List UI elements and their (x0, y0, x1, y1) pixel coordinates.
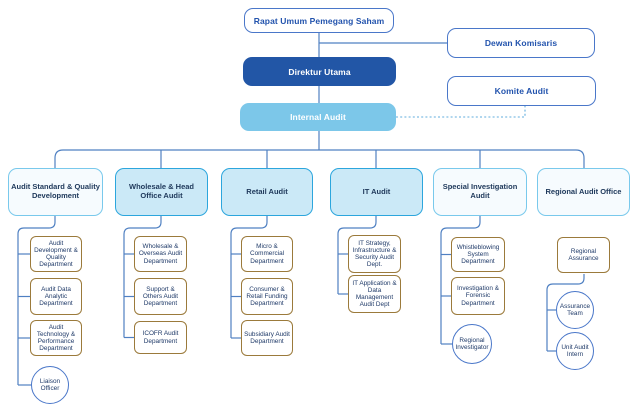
officer-liaison-officer: Liaison Officer (31, 366, 69, 404)
officer-unit-audit-intern: Unit Audit Intern (556, 332, 594, 370)
dept-it-strategy-infrastructure-security: IT Strategy, Infrastructure & Security A… (348, 235, 401, 273)
division-regional-audit-office: Regional Audit Office (537, 168, 630, 216)
node-shareholders-meeting: Rapat Umum Pemegang Saham (244, 8, 394, 33)
dept-audit-data-analytic: Audit Data Analytic Department (30, 278, 82, 315)
officer-assurance-team: Assurance Team (556, 291, 594, 329)
node-audit-committee: Komite Audit (447, 76, 596, 106)
division-audit-standard-quality-development: Audit Standard & Quality Development (8, 168, 103, 216)
division-it-audit: IT Audit (330, 168, 423, 216)
dept-whistleblowing-system: Whistleblowing System Department (451, 237, 505, 272)
dept-support-others-audit: Support & Others Audit Department (134, 278, 187, 315)
dept-icofr-audit: ICOFR Audit Department (134, 321, 187, 354)
officer-regional-investigator: Regional Investigator (452, 324, 492, 364)
dept-it-application-data-management: IT Application & Data Management Audit D… (348, 275, 401, 313)
division-wholesale-head-office-audit: Wholesale & Head Office Audit (115, 168, 208, 216)
dept-wholesale-overseas-audit: Wholesale & Overseas Audit Department (134, 236, 187, 272)
division-retail-audit: Retail Audit (221, 168, 313, 216)
dept-subsidiary-audit: Subsidiary Audit Department (241, 320, 293, 356)
dept-regional-assurance: Regional Assurance (557, 237, 610, 273)
dept-audit-technology-performance: Audit Technology & Performance Departmen… (30, 320, 82, 356)
node-board-of-commissioners: Dewan Komisaris (447, 28, 595, 58)
dept-investigation-forensic: Investigation & Forensic Department (451, 277, 505, 315)
node-president-director: Direktur Utama (243, 57, 396, 86)
node-internal-audit: Internal Audit (240, 103, 396, 131)
dept-consumer-retail-funding: Consumer & Retail Funding Department (241, 278, 293, 315)
dept-audit-development-quality: Audit Development & Quality Department (30, 236, 82, 272)
dept-micro-commercial: Micro & Commercial Department (241, 236, 293, 272)
division-special-investigation-audit: Special Investigation Audit (433, 168, 527, 216)
